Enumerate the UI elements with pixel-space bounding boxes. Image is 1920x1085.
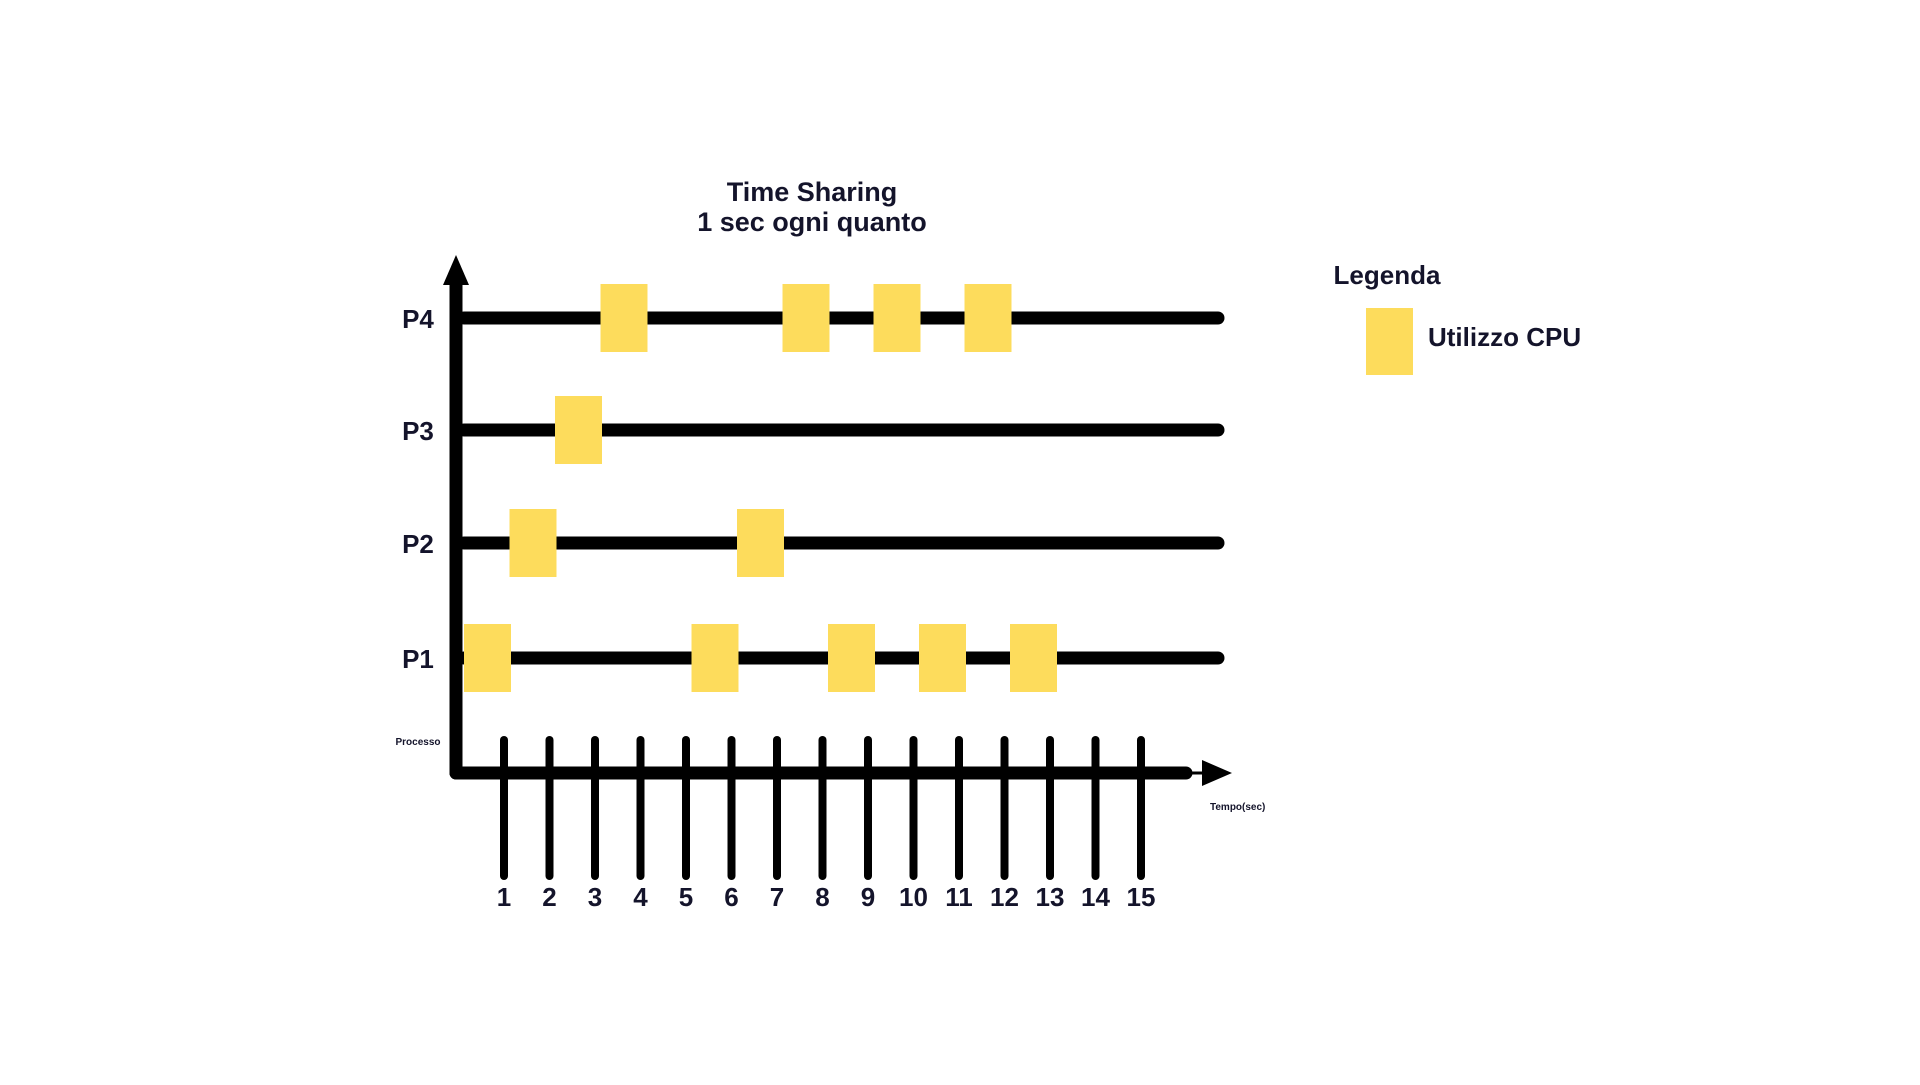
- x-tick-label-11: 11: [945, 882, 973, 912]
- cpu-block-p3-2: [555, 396, 602, 464]
- process-label-p1: P1: [402, 644, 434, 674]
- x-axis-arrowhead: [1202, 760, 1232, 786]
- cpu-block-p1-10: [919, 624, 966, 692]
- process-label-p3: P3: [402, 416, 434, 446]
- legend: Legenda Utilizzo CPU: [1334, 260, 1581, 375]
- process-label-p4: P4: [402, 304, 434, 334]
- chart-title: Time Sharing: [727, 177, 898, 207]
- y-axis-arrowhead: [443, 255, 469, 285]
- y-axis-label: Processo: [395, 737, 440, 748]
- process-label-p2: P2: [402, 529, 434, 559]
- cpu-block-p4-7: [782, 284, 830, 352]
- axes: [443, 255, 1232, 786]
- cpu-blocks: [464, 284, 1057, 692]
- cpu-block-p4-11: [964, 284, 1012, 352]
- x-tick-label-10: 10: [899, 882, 928, 912]
- cpu-block-p4-9: [873, 284, 921, 352]
- x-tick-label-5: 5: [679, 882, 693, 912]
- x-axis-label: Tempo(sec): [1210, 802, 1265, 813]
- cpu-block-p1-8: [828, 624, 875, 692]
- chart-subtitle: 1 sec ogni quanto: [697, 207, 927, 237]
- x-tick-label-7: 7: [770, 882, 784, 912]
- x-tick-label-4: 4: [633, 882, 648, 912]
- x-ticks: [500, 736, 1145, 880]
- x-tick-label-13: 13: [1036, 882, 1065, 912]
- x-tick-label-9: 9: [861, 882, 875, 912]
- x-tick-label-6: 6: [724, 882, 738, 912]
- legend-swatch-cpu: [1366, 308, 1413, 375]
- cpu-block-p2-6: [737, 509, 784, 577]
- legend-label-cpu: Utilizzo CPU: [1428, 322, 1581, 352]
- process-lines: [457, 311, 1225, 665]
- cpu-block-p1-0: [464, 624, 511, 692]
- x-tick-label-1: 1: [497, 882, 511, 912]
- x-tick-label-14: 14: [1081, 882, 1110, 912]
- process-labels: P1 P2 P3 P4: [402, 304, 434, 674]
- legend-title: Legenda: [1334, 260, 1441, 290]
- cpu-block-p2-1: [509, 509, 557, 577]
- x-tick-label-2: 2: [542, 882, 556, 912]
- x-tick-label-15: 15: [1127, 882, 1156, 912]
- x-tick-label-3: 3: [588, 882, 602, 912]
- cpu-block-p1-12: [1010, 624, 1057, 692]
- cpu-block-p1-5: [691, 624, 739, 692]
- x-tick-label-12: 12: [990, 882, 1019, 912]
- cpu-block-p4-3: [600, 284, 648, 352]
- x-tick-label-8: 8: [815, 882, 829, 912]
